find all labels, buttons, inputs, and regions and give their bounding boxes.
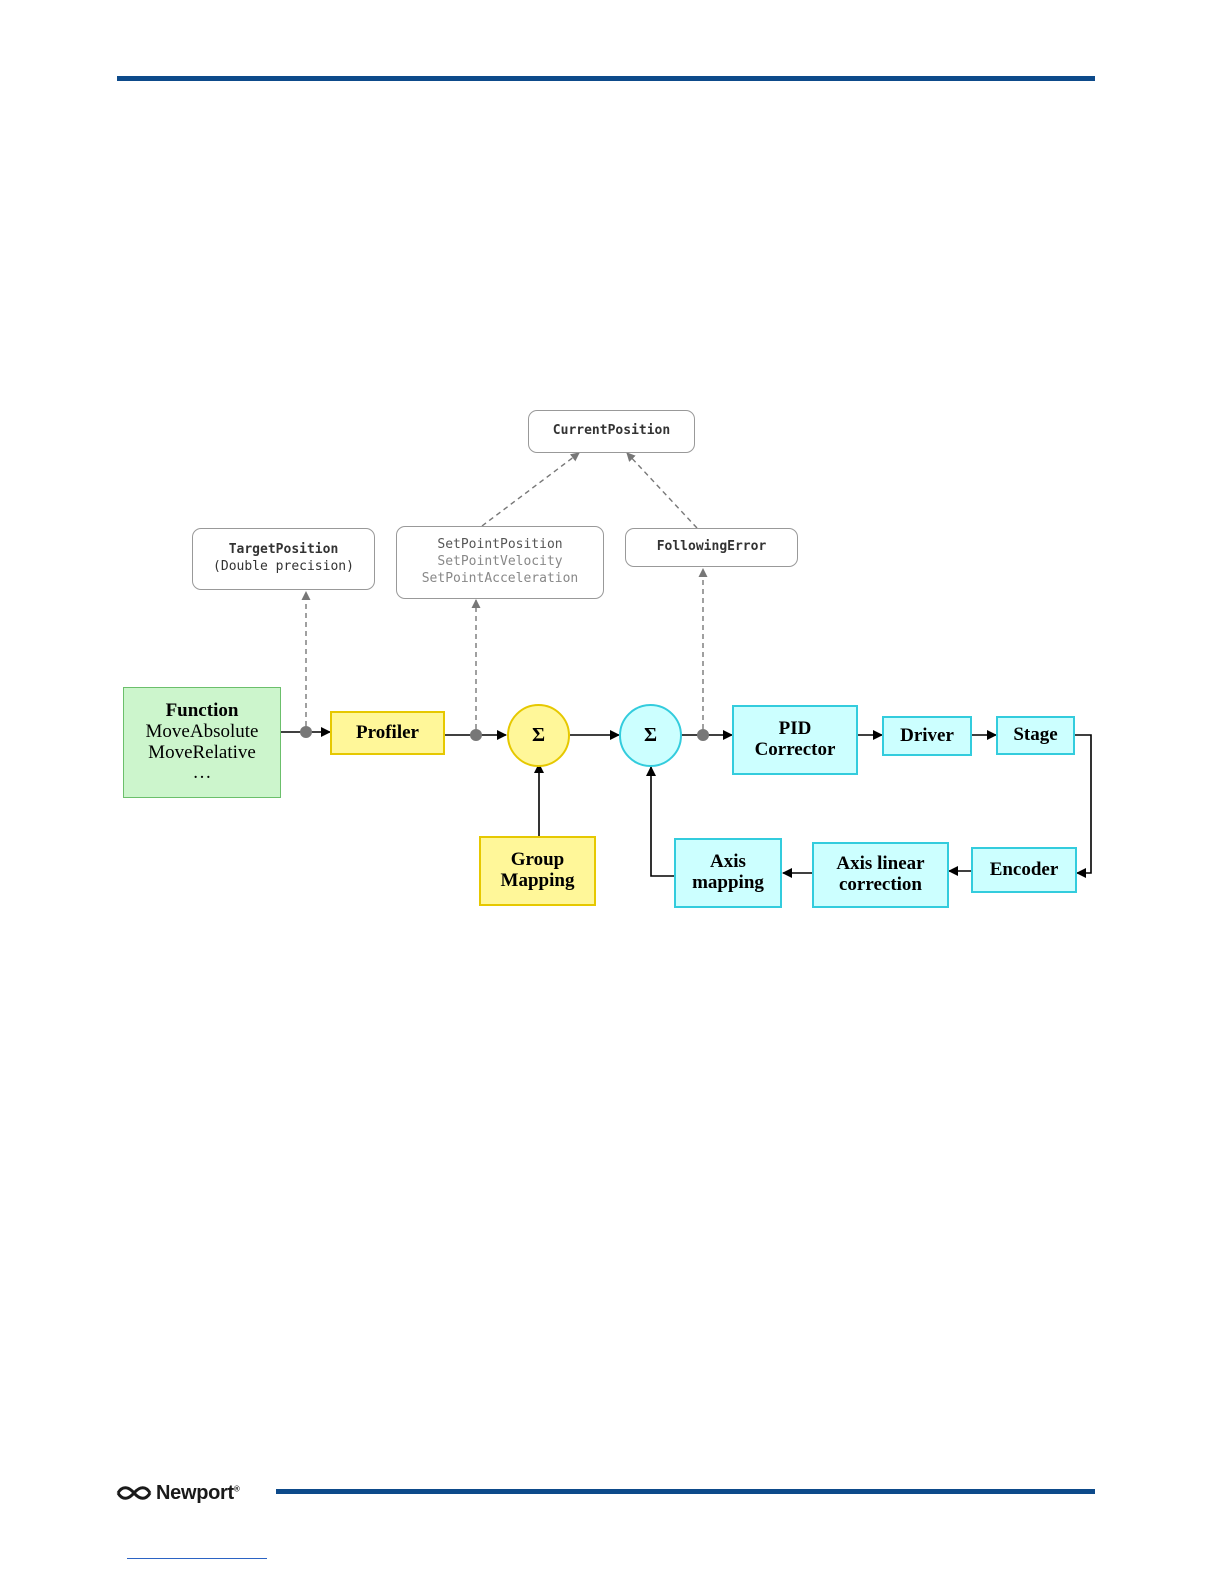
target-position-label: TargetPosition (229, 542, 339, 559)
function-ellipsis: … (193, 763, 212, 784)
axis-linear-line1: Axis linear (836, 854, 924, 875)
current-position-box: CurrentPosition (528, 410, 695, 453)
tap-dot-following (697, 729, 709, 741)
current-position-label: CurrentPosition (553, 423, 670, 440)
group-mapping-box: Group Mapping (479, 836, 596, 906)
target-position-box: TargetPosition (Double precision) (192, 528, 375, 590)
profiler-box: Profiler (330, 711, 445, 755)
sum-junction-yellow: Σ (507, 704, 570, 767)
driver-box: Driver (882, 716, 972, 756)
setpoint-position-label: SetPointPosition (437, 537, 562, 554)
pid-line2: Corrector (755, 740, 836, 761)
driver-label: Driver (900, 726, 954, 747)
sum-junction-cyan: Σ (619, 704, 682, 767)
setpoint-acceleration-label: SetPointAcceleration (422, 571, 579, 588)
tap-dot-target (300, 726, 312, 738)
axis-mapping-line1: Axis (710, 852, 746, 873)
newport-logo-text: Newport® (156, 1482, 240, 1505)
stage-label: Stage (1013, 725, 1057, 746)
group-mapping-line2: Mapping (501, 871, 575, 892)
following-error-box: FollowingError (625, 528, 798, 567)
arrow-axismapping-sum2 (651, 767, 674, 876)
dashed-arrow-following-current (627, 453, 697, 528)
setpoint-box: SetPointPosition SetPointVelocity SetPoi… (396, 526, 604, 599)
sum-symbol-2: Σ (644, 724, 657, 747)
axis-linear-line2: correction (839, 875, 922, 896)
tap-dot-setpoint (470, 729, 482, 741)
following-error-label: FollowingError (657, 539, 767, 556)
axis-linear-correction-box: Axis linear correction (812, 842, 949, 908)
function-move-absolute: MoveAbsolute (146, 722, 259, 743)
setpoint-velocity-label: SetPointVelocity (437, 554, 562, 571)
function-move-relative: MoveRelative (148, 743, 256, 764)
stage-box: Stage (996, 716, 1075, 755)
pid-line1: PID (779, 719, 812, 740)
brand-name: Newport (156, 1482, 234, 1504)
function-title: Function (166, 701, 239, 722)
dashed-arrow-setpoint-current (482, 453, 579, 526)
profiler-label: Profiler (356, 723, 419, 744)
group-mapping-line1: Group (511, 850, 565, 871)
axis-mapping-line2: mapping (692, 873, 764, 894)
encoder-label: Encoder (990, 860, 1059, 881)
sum-symbol-1: Σ (532, 724, 545, 747)
encoder-box: Encoder (971, 847, 1077, 893)
newport-logo: Newport® (116, 1480, 266, 1506)
registered-mark: ® (234, 1484, 240, 1493)
footer-rule (276, 1489, 1095, 1494)
pid-corrector-box: PID Corrector (732, 705, 858, 775)
axis-mapping-box: Axis mapping (674, 838, 782, 908)
function-box: Function MoveAbsolute MoveRelative … (123, 687, 281, 798)
newport-logo-icon (116, 1484, 152, 1502)
footer-link-underline (127, 1558, 267, 1559)
target-position-precision: (Double precision) (213, 559, 354, 576)
